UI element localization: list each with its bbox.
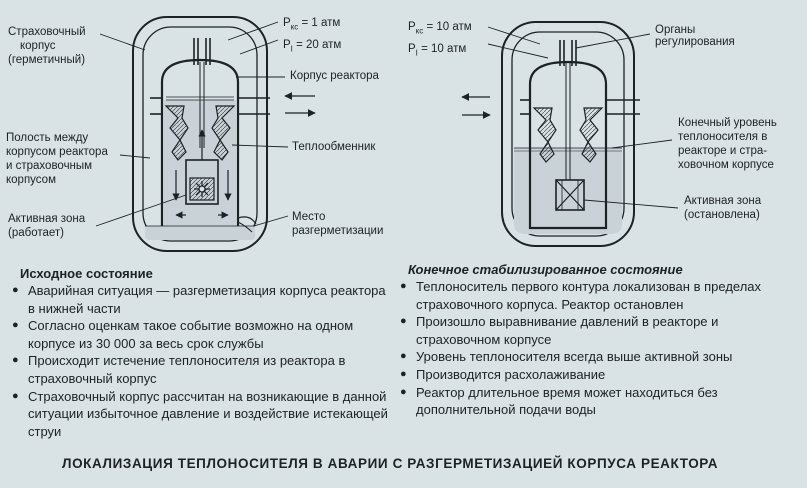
left-containment-outer bbox=[132, 16, 268, 252]
left-label-vessel: Корпус реактора bbox=[290, 70, 379, 82]
left-vessel bbox=[160, 58, 240, 235]
list-item: Теплоноситель первого контура локализова… bbox=[400, 278, 794, 313]
left-core-burst bbox=[194, 181, 210, 197]
right-label-core: Активная зона (остановлена) bbox=[684, 195, 762, 221]
list-item: Аварийная ситуация — разгерметизация кор… bbox=[12, 282, 390, 317]
right-core bbox=[555, 179, 585, 211]
page-caption: ЛОКАЛИЗАЦИЯ ТЕПЛОНОСИТЕЛЯ В АВАРИИ С РАЗ… bbox=[62, 456, 719, 471]
left-section-title: Исходное состояние bbox=[20, 266, 153, 281]
left-label-core: Активная зона (работает) bbox=[8, 213, 86, 239]
list-item: Происходит истечение теплоносителя из ре… bbox=[12, 352, 390, 387]
left-exchanger-r bbox=[211, 105, 236, 161]
right-bullet-list: Теплоноситель первого контура локализова… bbox=[400, 278, 794, 419]
right-containment-outer bbox=[501, 21, 635, 247]
left-label-containment: Страховочный корпус (герметичный) bbox=[8, 26, 86, 66]
left-containment-inner bbox=[142, 26, 258, 242]
right-params: Pкс = 10 атм PI = 10 атм bbox=[408, 21, 472, 58]
left-label-leak: Место разгерметизации bbox=[292, 211, 384, 237]
right-label-controls: Органы регулирования bbox=[655, 24, 735, 48]
left-label-exchanger: Теплообменник bbox=[292, 141, 376, 153]
list-item: Произошло выравнивание давлений в реакто… bbox=[400, 313, 794, 348]
left-exchanger-l bbox=[164, 105, 189, 161]
list-item: Реактор длительное время может находитьс… bbox=[400, 384, 794, 419]
left-params: Pкс = 1 атм PI = 20 атм bbox=[283, 17, 342, 54]
list-item: Согласно оценкам такое событие возможно … bbox=[12, 317, 390, 352]
right-exchanger-l bbox=[532, 107, 557, 163]
right-label-level: Конечный уровень теплоносителя в реактор… bbox=[678, 117, 777, 171]
right-exchanger-r bbox=[579, 107, 604, 163]
right-containment-inner bbox=[511, 31, 625, 237]
left-label-gap: Полость между корпусом реактора и страхо… bbox=[6, 132, 108, 186]
right-vessel bbox=[528, 60, 608, 230]
list-item: Производится расхолаживание bbox=[400, 366, 794, 384]
list-item: Страховочный корпус рассчитан на возника… bbox=[12, 388, 390, 441]
left-bullet-list: Аварийная ситуация — разгерметизация кор… bbox=[12, 282, 390, 440]
list-item: Уровень теплоносителя всегда выше активн… bbox=[400, 348, 794, 366]
right-section-title: Конечное стабилизированное состояние bbox=[408, 262, 683, 277]
